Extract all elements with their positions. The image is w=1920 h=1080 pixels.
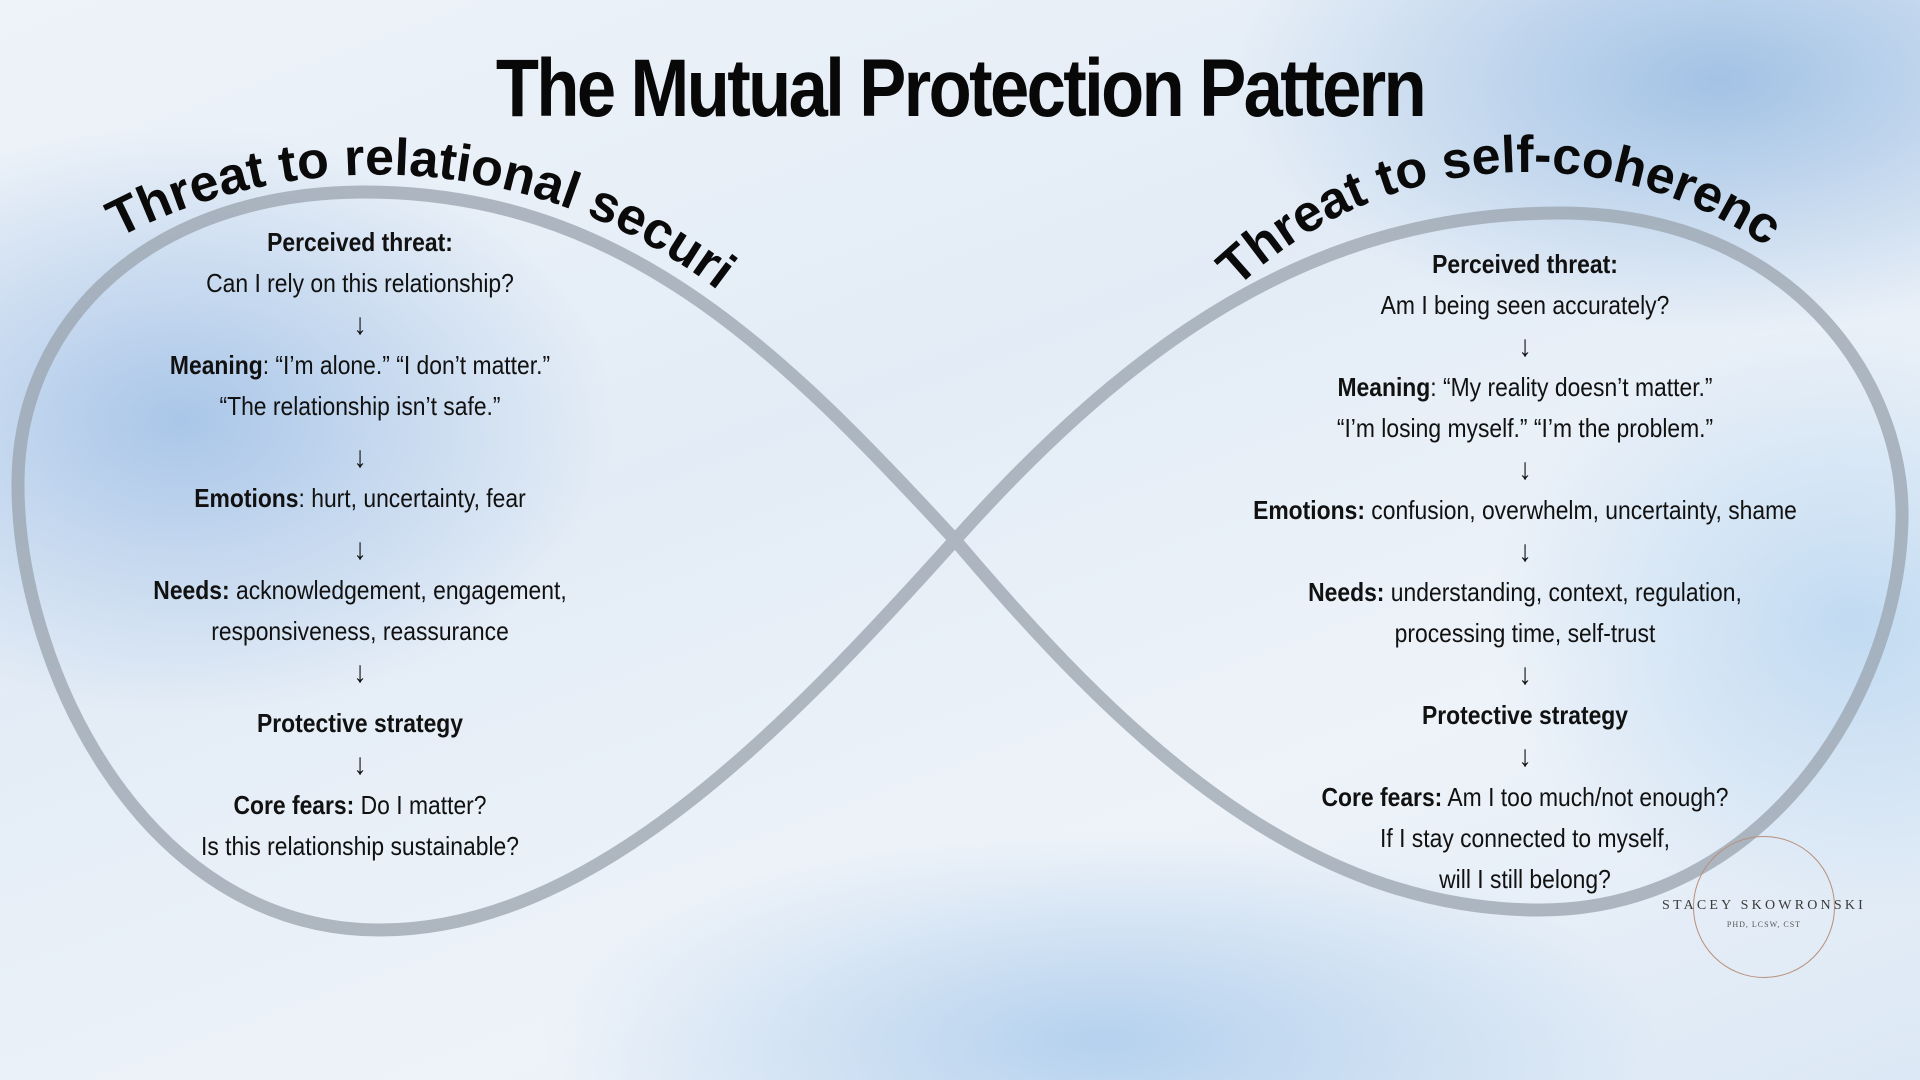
left-fears-text-2: Is this relationship sustainable?: [201, 831, 519, 861]
left-needs: Needs: acknowledgement, engagement,: [122, 570, 597, 611]
right-arrow-3: ↓: [1518, 535, 1532, 568]
left-emotions-label: Emotions: [194, 483, 299, 513]
right-emotions: Emotions: confusion, overwhelm, uncertai…: [1204, 490, 1846, 531]
left-flow: Perceived threat: Can I rely on this rel…: [122, 222, 597, 867]
right-arrow-4: ↓: [1518, 658, 1532, 691]
left-strategy-label: Protective strategy: [256, 708, 464, 738]
author-logo-credentials: PHD, LCSW, CST: [1726, 920, 1802, 929]
left-needs-text-1: acknowledgement, engagement,: [229, 575, 567, 605]
right-flow: Perceived threat: Am I being seen accura…: [1204, 244, 1846, 900]
right-fears-label: Core fears:: [1321, 782, 1443, 812]
right-needs: Needs: understanding, context, regulatio…: [1204, 572, 1846, 613]
left-arrow-5: ↓: [353, 748, 367, 781]
left-meaning-text-2: “The relationship isn’t safe.”: [219, 391, 501, 421]
left-emotions: Emotions: hurt, uncertainty, fear: [122, 478, 597, 519]
right-fears-text-3: will I still belong?: [1439, 864, 1611, 894]
right-arrow-5: ↓: [1518, 740, 1532, 773]
right-needs-label: Needs:: [1308, 577, 1385, 607]
left-meaning-label: Meaning: [169, 350, 263, 380]
left-arrow-4: ↓: [353, 656, 367, 689]
right-fears-text-2: If I stay connected to myself,: [1380, 823, 1670, 853]
left-meaning: Meaning: “I’m alone.” “I don’t matter.”: [122, 345, 597, 386]
page-title: The Mutual Protection Pattern: [495, 43, 1427, 134]
right-meaning: Meaning: “My reality doesn’t matter.”: [1204, 367, 1846, 408]
left-meaning-text-1: : “I’m alone.” “I don’t matter.”: [262, 350, 551, 380]
author-logo-ring: [1693, 836, 1835, 978]
left-needs-text-2: responsiveness, reassurance: [211, 616, 509, 646]
left-arrow-3: ↓: [353, 533, 367, 566]
left-fears-label: Core fears:: [233, 790, 355, 820]
author-logo-name: STACEY SKOWRONSKI: [1661, 898, 1867, 913]
right-fears-text-1: Am I too much/not enough?: [1442, 782, 1729, 812]
left-perceived-text: Can I rely on this relationship?: [206, 268, 514, 298]
right-arrow-2: ↓: [1518, 453, 1532, 486]
left-needs-label: Needs:: [153, 575, 230, 605]
right-strategy-label: Protective strategy: [1421, 700, 1629, 730]
left-perceived-label: Perceived threat:: [267, 227, 453, 257]
right-needs-text-2: processing time, self-trust: [1394, 618, 1656, 648]
right-fears: Core fears: Am I too much/not enough?: [1204, 777, 1846, 818]
right-perceived-label: Perceived threat:: [1432, 249, 1618, 279]
left-emotions-text: : hurt, uncertainty, fear: [298, 483, 526, 513]
left-arrow-1: ↓: [353, 308, 367, 341]
infinity-loop: [11, 185, 1909, 937]
right-perceived-text: Am I being seen accurately?: [1380, 290, 1670, 320]
left-fears-text-1: Do I matter?: [354, 790, 487, 820]
right-needs-text-1: understanding, context, regulation,: [1384, 577, 1742, 607]
left-arrow-2: ↓: [353, 441, 367, 474]
right-emotions-label: Emotions:: [1253, 495, 1365, 525]
right-emotions-text: confusion, overwhelm, uncertainty, shame: [1364, 495, 1797, 525]
left-fears: Core fears: Do I matter?: [122, 785, 597, 826]
right-meaning-label: Meaning: [1337, 372, 1431, 402]
right-arrow-1: ↓: [1518, 330, 1532, 363]
right-meaning-text-2: “I’m losing myself.” “I’m the problem.”: [1336, 413, 1714, 443]
right-meaning-text-1: : “My reality doesn’t matter.”: [1430, 372, 1713, 402]
